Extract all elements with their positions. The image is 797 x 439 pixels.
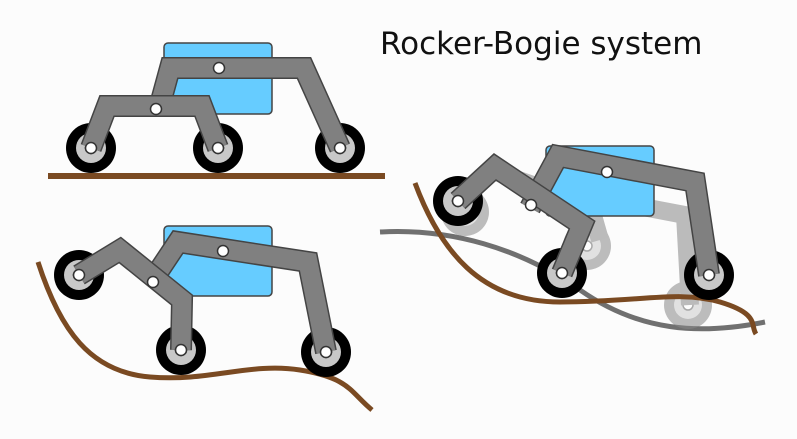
rover-flat [48,42,385,179]
diagram-title: Rocker-Bogie system [380,26,703,62]
rough-terrain [412,182,759,336]
rough-terrain [35,261,374,412]
rover-rough [35,225,374,412]
pivot-icon [149,102,163,116]
rover-comparison [379,143,766,336]
pivot-icon [212,61,226,75]
